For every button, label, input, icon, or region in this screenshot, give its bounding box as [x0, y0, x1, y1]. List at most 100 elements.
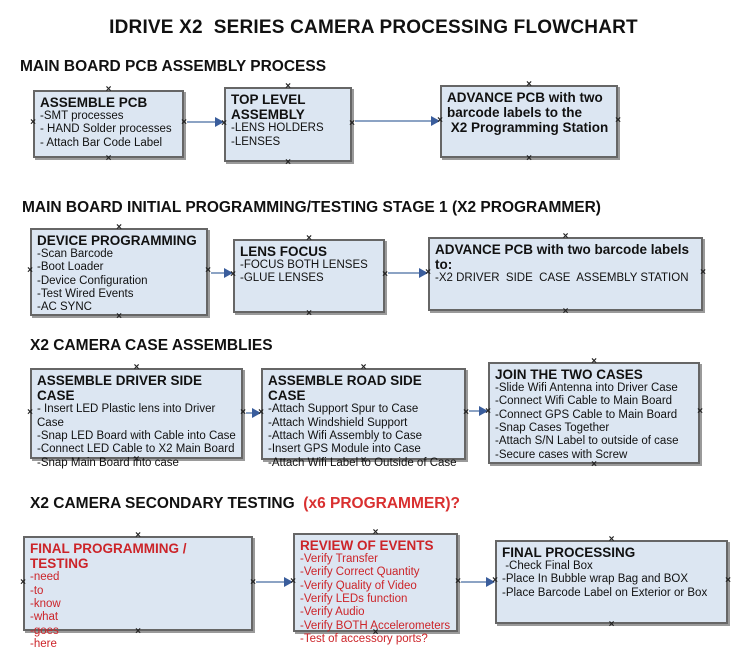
flow-box-review-of-events[interactable]: REVIEW OF EVENTS -Verify Transfer -Verif… [290, 528, 461, 646]
box-item: -Attach S/N Label to outside of case [495, 435, 679, 448]
box-item: -Snap Cases Together [495, 422, 610, 435]
arrowhead-icon [431, 116, 440, 126]
box-item: -here [30, 637, 57, 650]
connection-point-icon: × [285, 157, 291, 168]
flow-arrow-lensfocus-to-advance[interactable] [388, 268, 428, 278]
connection-point-icon: × [30, 117, 36, 128]
box-title: ASSEMBLE PCB [40, 95, 148, 110]
section-heading-secondary-testing-text: X2 CAMERA SECONDARY TESTING [30, 495, 304, 512]
page-title: IDRIVE X2 SERIES CAMERA PROCESSING FLOWC… [109, 17, 638, 38]
section-heading-pcb-assembly: MAIN BOARD PCB ASSEMBLY PROCESS [20, 58, 327, 75]
connection-point-icon: × [591, 459, 597, 470]
connection-point-icon: × [608, 534, 615, 545]
box-item: -Attach Support Spur to Case [268, 403, 419, 416]
arrowhead-icon [215, 117, 224, 127]
box-item: - HAND Solder processes [40, 123, 172, 136]
flow-box-top-level-assembly[interactable]: TOP LEVEL ASSEMBLY -LENS HOLDERS -LENSES… [221, 82, 355, 168]
connection-point-icon: × [306, 233, 312, 244]
box-item: -Connect LED Cable to X2 Main Board [37, 443, 235, 456]
box-item: -Place In Bubble wrap Bag and BOX [502, 573, 689, 586]
box-item: -to [30, 584, 44, 597]
box-item: -Connect GPS Cable to Main Board [495, 408, 678, 421]
box-item: -SMT processes [40, 110, 124, 123]
flow-box-device-programming[interactable]: DEVICE PROGRAMMING -Scan Barcode -Boot L… [27, 223, 211, 322]
connection-point-icon: × [360, 362, 367, 373]
flow-arrow-pcb-to-toplevel[interactable] [187, 117, 224, 127]
box-title: DEVICE PROGRAMMING [37, 233, 197, 248]
box-item: -Test Wired Events [37, 288, 134, 301]
connection-point-icon: × [697, 406, 703, 417]
box-title: TOP LEVEL ASSEMBLY [231, 92, 309, 123]
box-title: ADVANCE PCB with two barcode labels to t… [447, 90, 609, 136]
flow-box-lens-focus[interactable]: LENS FOCUS -FOCUS BOTH LENSES -GLUE LENS… [230, 234, 388, 319]
box-title: ASSEMBLE DRIVER SIDE CASE [37, 373, 206, 404]
box-item: -Verify Quality of Video [300, 579, 417, 592]
connection-point-icon: × [27, 406, 33, 418]
flow-box-advance-pcb-programming-station[interactable]: ADVANCE PCB with two barcode labels to t… [437, 80, 621, 164]
connection-point-icon: × [526, 153, 532, 164]
box-item: -GLUE LENSES [240, 272, 324, 285]
box-item: - Insert LED Plastic lens into Driver Ca… [37, 403, 219, 429]
box-item: -Secure cases with Screw [495, 448, 628, 461]
box-item: -Check Final Box [502, 560, 593, 573]
box-item: -Insert GPS Module into Case [268, 443, 421, 456]
section-heading-initial-programming: MAIN BOARD INITIAL PROGRAMMING/TESTING S… [22, 199, 601, 216]
box-item: -Verify LEDs function [300, 593, 408, 606]
box-item: -Snap LED Board with Cable into Case [37, 429, 236, 442]
box-item: -need [30, 571, 60, 584]
box-item: -Connect Wifi Cable to Main Board [495, 395, 673, 408]
connection-point-icon: × [700, 267, 706, 278]
connection-point-icon: × [306, 308, 312, 319]
box-title: LENS FOCUS [240, 244, 328, 259]
flow-arrow-toplevel-to-advance[interactable] [355, 116, 440, 126]
arrowhead-icon [224, 268, 233, 278]
section-heading-secondary-testing: X2 CAMERA SECONDARY TESTING (x6 PROGRAMM… [30, 495, 460, 513]
flow-arrow-roadside-to-join[interactable] [469, 406, 488, 416]
connection-point-icon: × [116, 222, 122, 233]
box-item: -Verify Transfer [300, 553, 378, 566]
box-title: ASSEMBLE ROAD SIDE CASE [268, 373, 426, 404]
box-item: -Test of accessory ports? [300, 633, 428, 646]
box-item: -Attach Wifi Label to Outside of Case [268, 456, 457, 469]
box-item: -AC SYNC [37, 301, 92, 314]
box-item: -LENSES [231, 135, 281, 148]
flow-box-final-programming-testing[interactable]: FINAL PROGRAMMING / TESTING -need -to -k… [20, 531, 256, 650]
flow-arrow-review-to-finalprocessing[interactable] [461, 577, 495, 587]
box-item: -Boot Loader [37, 261, 104, 274]
flow-arrow-driverside-to-roadside[interactable] [246, 408, 261, 418]
arrowhead-icon [252, 408, 261, 418]
flow-arrow-programming-to-lensfocus[interactable] [211, 268, 233, 278]
box-item: -Place Barcode Label on Exterior or Box [502, 586, 708, 599]
connection-point-icon: × [105, 84, 112, 95]
box-item: -FOCUS BOTH LENSES [240, 259, 368, 272]
arrowhead-icon [486, 577, 495, 587]
flow-box-assemble-driver-side-case[interactable]: ASSEMBLE DRIVER SIDE CASE - Insert LED P… [27, 363, 246, 469]
flow-box-join-two-cases[interactable]: JOIN THE TWO CASES -Slide Wifi Antenna i… [485, 357, 703, 470]
flow-arrow-finalprog-to-review[interactable] [256, 577, 293, 587]
connection-point-icon: × [725, 575, 731, 586]
connection-point-icon: × [562, 231, 569, 242]
box-item: -Scan Barcode [37, 248, 114, 261]
arrowhead-icon [419, 268, 428, 278]
connection-point-icon: × [133, 362, 140, 373]
box-item: -Device Configuration [37, 274, 148, 287]
connection-point-icon: × [105, 153, 112, 164]
connection-point-icon: × [372, 527, 379, 538]
arrowhead-icon [479, 406, 488, 416]
flow-box-assemble-pcb[interactable]: ASSEMBLE PCB -SMT processes - HAND Solde… [30, 85, 187, 164]
flow-box-advance-pcb-driver-side[interactable]: ADVANCE PCB with two barcode labels to: … [425, 232, 706, 317]
connection-point-icon: × [591, 356, 597, 367]
box-item: -know [30, 597, 61, 610]
flow-box-assemble-road-side-case[interactable]: ASSEMBLE ROAD SIDE CASE -Attach Support … [258, 363, 469, 469]
box-item: - Attach Bar Code Label [40, 136, 163, 149]
box-title: ADVANCE PCB with two barcode labels to: [435, 242, 693, 273]
arrowhead-icon [284, 577, 293, 587]
box-title: FINAL PROGRAMMING / TESTING [30, 541, 191, 572]
connection-point-icon: × [615, 114, 621, 126]
flow-box-final-processing[interactable]: FINAL PROCESSING -Check Final Box -Place… [492, 535, 731, 630]
connection-point-icon: × [526, 79, 532, 90]
section-heading-case-assemblies: X2 CAMERA CASE ASSEMBLIES [30, 337, 273, 354]
connection-point-icon: × [562, 306, 569, 317]
box-title: JOIN THE TWO CASES [495, 367, 643, 382]
